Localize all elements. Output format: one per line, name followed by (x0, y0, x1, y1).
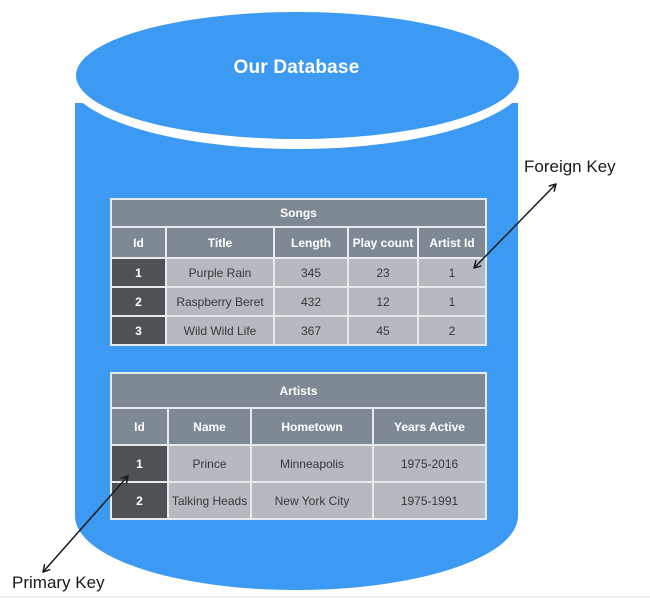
table-cell: 1 (416, 286, 488, 317)
foreign-key-label: Foreign Key (524, 157, 616, 176)
artists-title-row: Artists (109, 372, 488, 409)
column-header: Artist Id (416, 226, 488, 259)
table-cell: Raspberry Beret (165, 286, 275, 317)
table-cell: Prince (167, 444, 252, 483)
artists-header-row: Id Name Hometown Years Active (110, 407, 488, 446)
primary-key-label: Primary Key (12, 573, 105, 592)
table-cell: Minneapolis (250, 444, 374, 483)
table-cell: 367 (273, 315, 349, 346)
table-cell: 1975-2016 (371, 444, 488, 483)
column-header: Play count (347, 226, 419, 259)
table-cell: 345 (273, 257, 349, 288)
id-cell: 3 (110, 315, 167, 346)
songs-header-row: Id Title Length Play count Artist Id (110, 226, 488, 259)
id-cell: 2 (110, 481, 169, 520)
table-cell: 12 (347, 286, 419, 317)
id-cell: 1 (110, 257, 167, 288)
songs-title-row: Songs (109, 198, 488, 228)
songs-table-title: Songs (109, 198, 488, 228)
column-header: Title (165, 226, 275, 259)
table-cell: Purple Rain (165, 257, 275, 288)
table-cell: 2 (416, 315, 488, 346)
table-cell: 45 (347, 315, 419, 346)
table-cell: 1975-1991 (371, 481, 488, 520)
foreign-key-cell: 1 (416, 257, 488, 288)
table-row: 2 Raspberry Beret 432 12 1 (110, 286, 488, 317)
table-cell: 432 (273, 286, 349, 317)
artists-table: Artists Id Name Hometown Years Active 1 … (109, 372, 488, 520)
table-row: 1 Purple Rain 345 23 1 (110, 257, 488, 288)
table-cell: Talking Heads (167, 481, 252, 520)
column-header: Id (110, 226, 167, 259)
database-title: Our Database (233, 57, 360, 78)
database-cylinder-top-ellipse (66, 2, 529, 149)
column-header: Hometown (250, 407, 374, 446)
id-cell: 2 (110, 286, 167, 317)
artists-table-title: Artists (109, 372, 488, 409)
column-header: Length (273, 226, 349, 259)
column-header: Years Active (371, 407, 488, 446)
table-cell: 23 (347, 257, 419, 288)
table-cell: New York City (250, 481, 374, 520)
column-header: Name (167, 407, 252, 446)
table-cell: Wild Wild Life (165, 315, 275, 346)
column-header: Id (110, 407, 169, 446)
songs-table: Songs Id Title Length Play count Artist … (109, 198, 488, 346)
table-row: 1 Prince Minneapolis 1975-2016 (110, 444, 488, 483)
primary-key-cell: 1 (110, 444, 169, 483)
table-row: 2 Talking Heads New York City 1975-1991 (110, 481, 488, 520)
table-row: 3 Wild Wild Life 367 45 2 (110, 315, 488, 346)
page-bottom-edge (0, 596, 650, 598)
